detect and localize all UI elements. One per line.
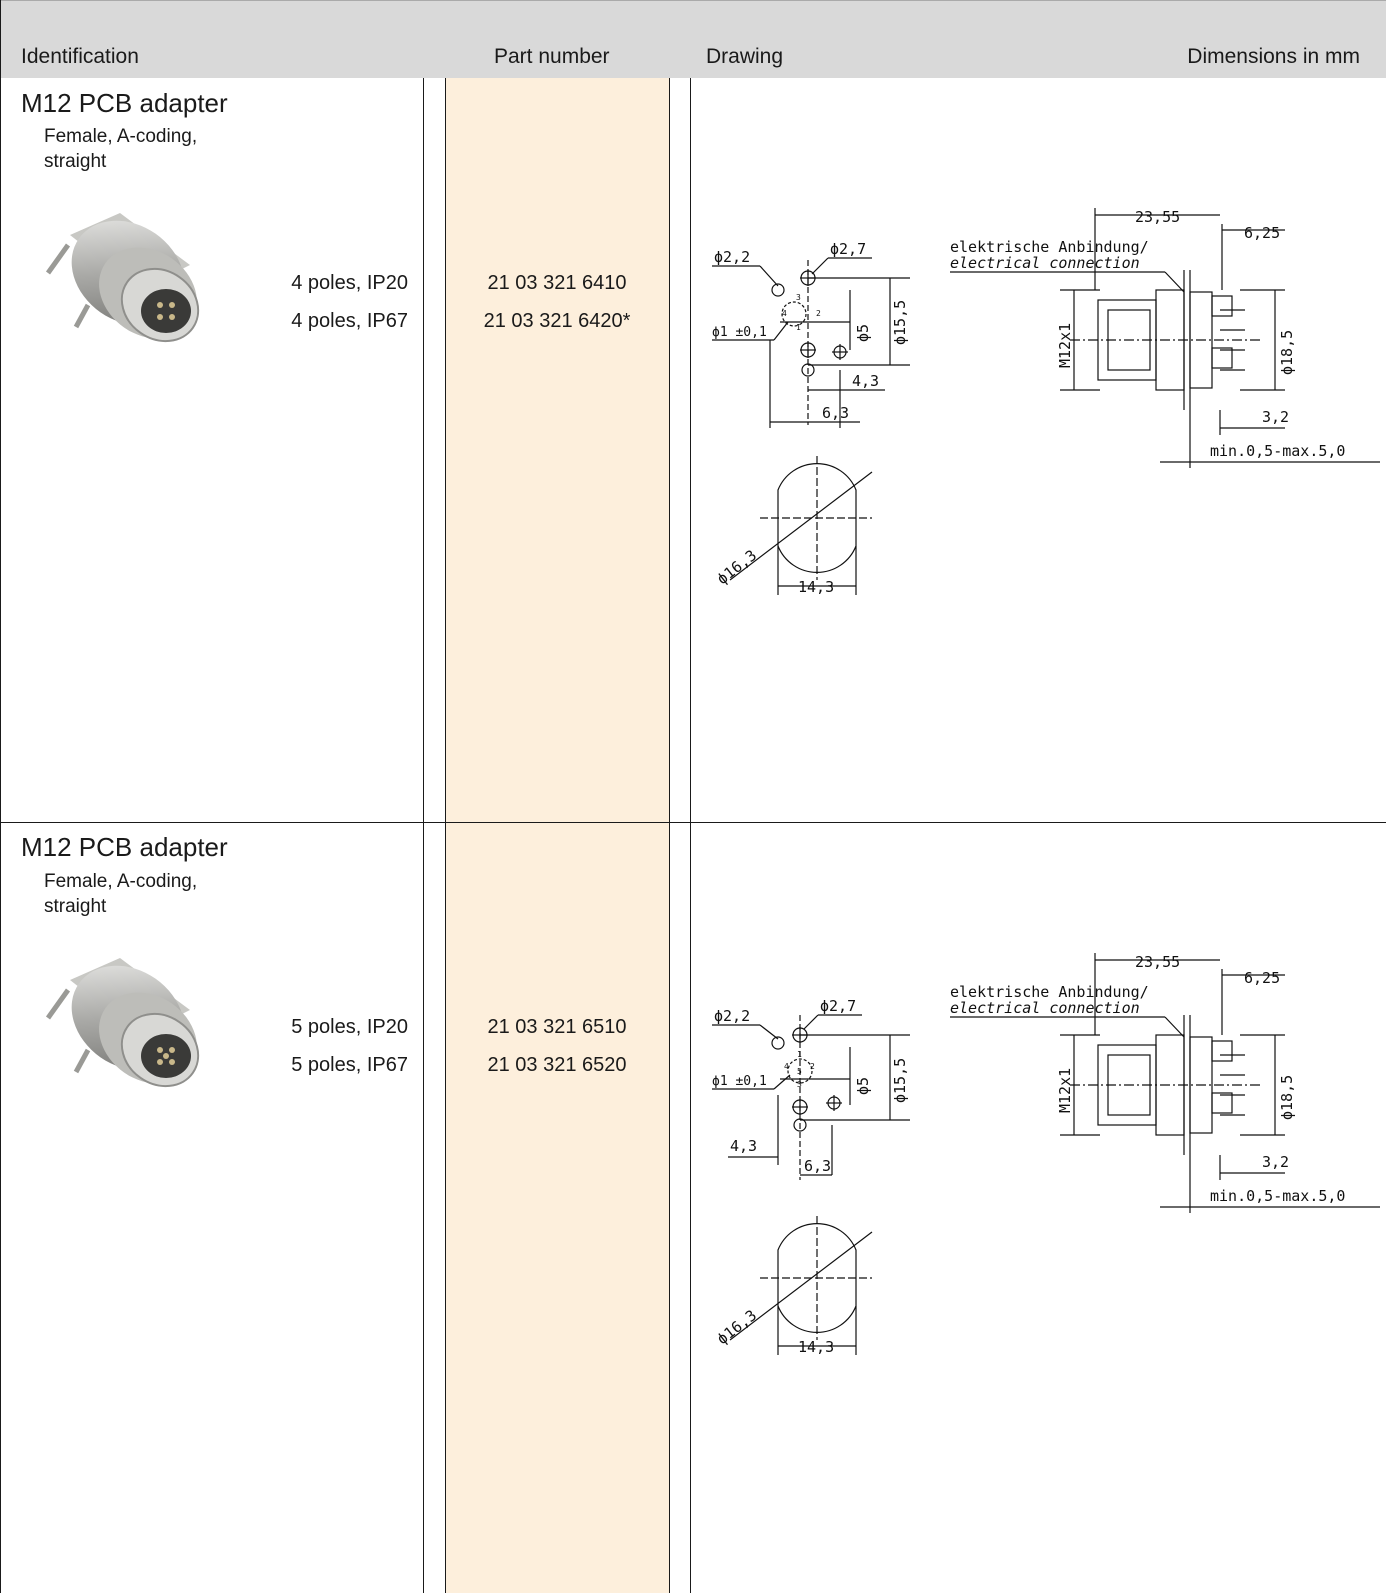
pin-label: 1 bbox=[797, 1050, 802, 1059]
dim-label: ϕ2,7 bbox=[830, 240, 866, 258]
pin-label: 4 bbox=[782, 309, 787, 318]
pcb-footprint-drawing: ϕ2,2 ϕ2,7 ϕ1 ±0,1 ϕ5 ϕ15,5 4,3 6,3 1 2 3… bbox=[712, 997, 910, 1180]
part-number: 21 03 321 6510 bbox=[487, 1016, 627, 1038]
dim-label: 6,3 bbox=[804, 1157, 831, 1175]
part-number-column bbox=[445, 78, 669, 1593]
pin-label: 1 bbox=[796, 323, 801, 332]
column-divider bbox=[669, 78, 670, 1593]
connection-label-de: elektrische Anbindung/ bbox=[950, 238, 1149, 256]
panel-cutout-drawing: ϕ16,3 14,3 bbox=[713, 1216, 873, 1356]
header-dimensions: Dimensions in mm bbox=[1187, 45, 1360, 68]
header-identification: Identification bbox=[21, 45, 139, 68]
dim-label: M12x1 bbox=[1056, 323, 1074, 368]
header-drawing: Drawing bbox=[706, 45, 784, 68]
header-part-number: Part number bbox=[494, 45, 610, 68]
pcb-footprint-drawing: ϕ2,2 ϕ2,7 ϕ1 ±0,1 ϕ5 ϕ15,5 4,3 6,3 3 2 4… bbox=[712, 240, 910, 428]
dim-label: ϕ5 bbox=[854, 1077, 872, 1095]
connector-photo bbox=[45, 958, 200, 1088]
part-number: 21 03 321 6420* bbox=[483, 310, 631, 332]
table-header: Identification Part number Drawing Dimen… bbox=[0, 0, 1386, 78]
connector-photo bbox=[45, 213, 200, 343]
column-divider bbox=[423, 78, 424, 1593]
dim-label: ϕ5 bbox=[854, 324, 872, 342]
border-left bbox=[0, 0, 1, 1593]
part-number: 21 03 321 6410 bbox=[487, 272, 627, 294]
dim-label: 4,3 bbox=[852, 372, 879, 390]
dim-label: ϕ16,3 bbox=[713, 1306, 760, 1348]
dim-label: ϕ2,2 bbox=[714, 248, 750, 266]
dim-label: ϕ18,5 bbox=[1278, 330, 1296, 375]
connection-label-de: elektrische Anbindung/ bbox=[950, 983, 1149, 1001]
variant-desc: 4 poles, IP67 bbox=[291, 310, 408, 332]
variant-desc: 5 poles, IP20 bbox=[291, 1016, 408, 1038]
pin-label: 5 bbox=[797, 1067, 802, 1076]
dim-label: ϕ16,3 bbox=[713, 546, 760, 588]
connection-label-en: electrical connection bbox=[950, 999, 1140, 1017]
dim-label: 6,3 bbox=[822, 404, 849, 422]
row-divider bbox=[0, 822, 1386, 823]
dim-label: ϕ2,2 bbox=[714, 1007, 750, 1025]
panel-cutout-drawing: ϕ16,3 14,3 bbox=[713, 456, 873, 596]
pin-label: 2 bbox=[816, 309, 821, 318]
column-divider bbox=[445, 78, 446, 1593]
side-view-drawing: 23,55 6,25 elektrische Anbindung/ electr… bbox=[950, 208, 1380, 468]
dim-label: 14,3 bbox=[798, 1338, 834, 1356]
variant-desc: 4 poles, IP20 bbox=[291, 272, 408, 294]
dim-label: min.0,5-max.5,0 bbox=[1210, 442, 1345, 460]
product-subtitle: Female, A-coding, straight bbox=[44, 126, 198, 172]
dim-label: 6,25 bbox=[1244, 224, 1280, 242]
product-title: M12 PCB adapter bbox=[21, 832, 228, 862]
dim-label: ϕ18,5 bbox=[1278, 1075, 1296, 1120]
dim-label: 3,2 bbox=[1262, 408, 1289, 426]
variant-desc: 5 poles, IP67 bbox=[291, 1054, 408, 1076]
dim-label: ϕ15,5 bbox=[891, 1058, 909, 1103]
dim-label: M12x1 bbox=[1056, 1068, 1074, 1113]
pin-label: 4 bbox=[784, 1062, 789, 1071]
dim-label: ϕ2,7 bbox=[820, 997, 856, 1015]
pin-label: 2 bbox=[810, 1062, 815, 1071]
product-subtitle: Female, A-coding, straight bbox=[44, 871, 198, 917]
dim-label: 23,55 bbox=[1135, 208, 1180, 226]
part-number: 21 03 321 6520 bbox=[487, 1054, 627, 1076]
pin-label: 3 bbox=[796, 293, 801, 302]
dim-label: 6,25 bbox=[1244, 969, 1280, 987]
dim-label: 23,55 bbox=[1135, 953, 1180, 971]
side-view-drawing: 23,55 6,25 elektrische Anbindung/ electr… bbox=[950, 953, 1380, 1213]
dim-label: 3,2 bbox=[1262, 1153, 1289, 1171]
dim-label: ϕ1 ±0,1 bbox=[712, 325, 767, 340]
dim-label: 14,3 bbox=[798, 578, 834, 596]
dim-label: ϕ15,5 bbox=[891, 300, 909, 345]
dim-label: min.0,5-max.5,0 bbox=[1210, 1187, 1345, 1205]
dim-label: 4,3 bbox=[730, 1137, 757, 1155]
product-title: M12 PCB adapter bbox=[21, 88, 228, 118]
dim-label: ϕ1 ±0,1 bbox=[712, 1074, 767, 1089]
column-divider bbox=[690, 78, 691, 1593]
pin-label: 3 bbox=[797, 1080, 802, 1089]
connection-label-en: electrical connection bbox=[950, 254, 1140, 272]
